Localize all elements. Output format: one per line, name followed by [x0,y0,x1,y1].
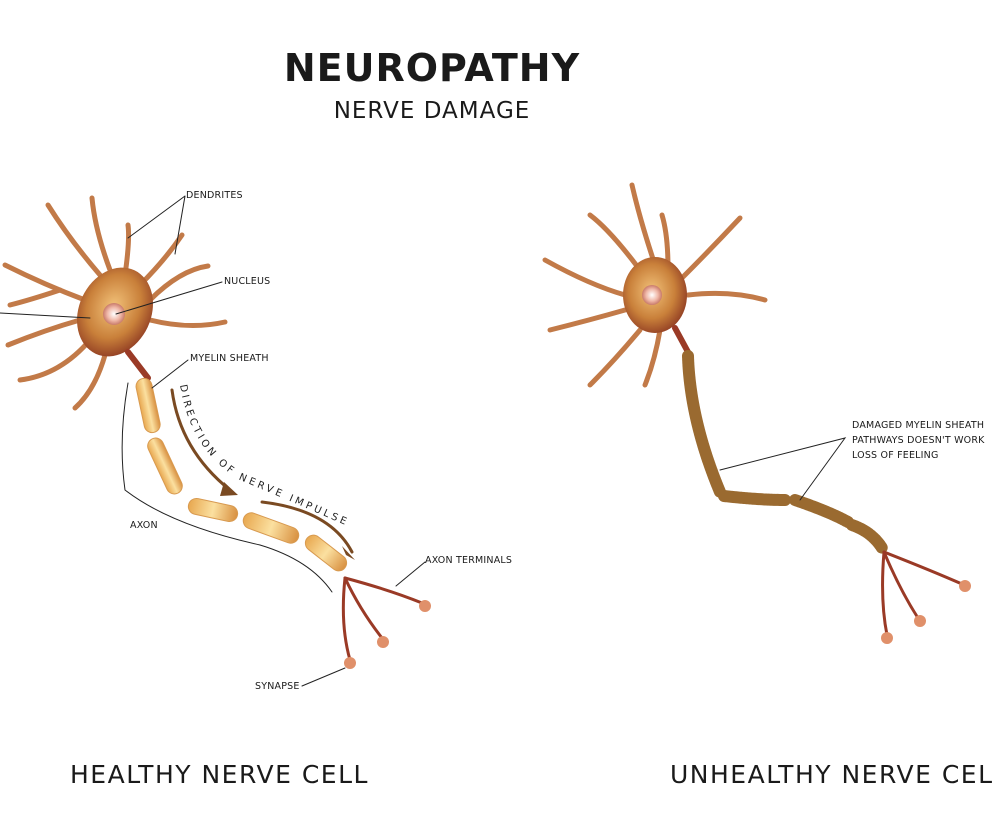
myelin-segments [135,377,348,572]
dendrites [542,182,768,388]
dendrites [2,195,228,411]
direction-arrows [170,388,354,554]
label-axon-terminals: AXON TERMINALS [425,555,513,566]
unhealthy-caption: UNHEALTHY NERVE CELL [670,760,994,789]
note-loss-of-feeling: LOSS OF FEELING [852,450,939,461]
axon-terminals [341,576,424,662]
note-damaged-myelin: DAMAGED MYELIN SHEATH [852,420,985,431]
nucleus [642,285,662,305]
damage-notes: DAMAGED MYELIN SHEATH PATHWAYS DOESN'T W… [852,418,985,463]
label-nucleus: NUCLEUS [224,276,271,287]
nucleus [103,303,125,325]
label-myelin-sheath: MYELIN SHEATH [190,353,269,364]
unhealthy-neuron [542,182,971,644]
page-title: NEUROPATHY [283,46,581,90]
page-subtitle: NERVE DAMAGE [333,98,531,124]
damaged-myelin [682,350,888,554]
label-lines [0,195,426,687]
healthy-caption: HEALTHY NERVE CELL [70,760,369,789]
label-axon: AXON [130,520,158,531]
healthy-neuron [0,195,431,687]
note-pathways: PATHWAYS DOESN'T WORK [852,435,985,446]
axon-terminals [881,550,964,637]
label-dendrites: DENDRITES [186,190,243,201]
label-synapse: SYNAPSE [255,681,300,692]
